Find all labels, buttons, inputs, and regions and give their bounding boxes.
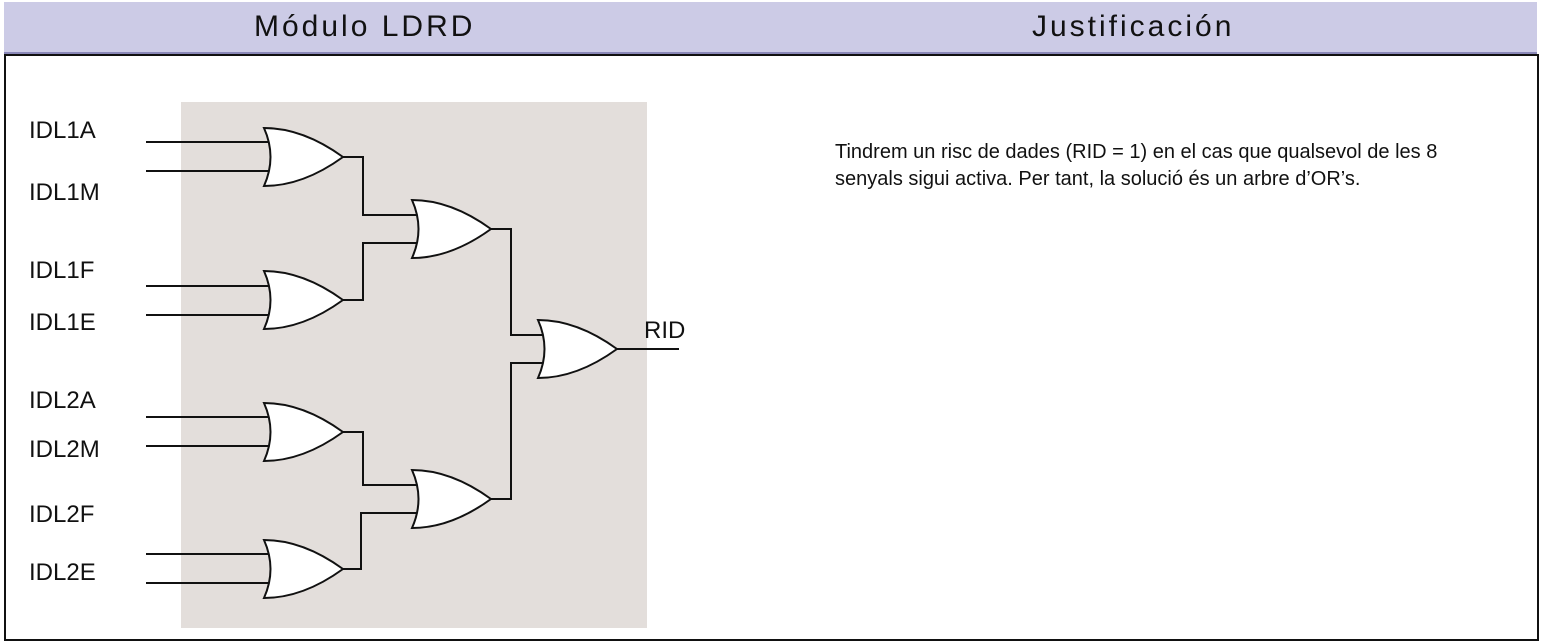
justification-text: Tindrem un risc de dades (RID = 1) en el… bbox=[835, 141, 1438, 190]
input-label-idl2a: IDL2A bbox=[29, 387, 96, 414]
or-gate-4 bbox=[262, 538, 345, 600]
wire-g2-g5 bbox=[343, 242, 421, 301]
or-gate-5 bbox=[410, 198, 493, 260]
input-label-idl2m: IDL2M bbox=[29, 436, 100, 463]
input-label-idl2e: IDL2E bbox=[29, 559, 96, 586]
or-gate-3 bbox=[262, 401, 345, 463]
or-gate-final bbox=[536, 318, 619, 380]
wire-g5-g7 bbox=[491, 228, 546, 336]
input-label-idl1m: IDL1M bbox=[29, 179, 100, 206]
header-bar: Módulo LDRD Justificación bbox=[4, 2, 1537, 54]
wire-g1-g5 bbox=[343, 156, 421, 216]
module-title: Módulo LDRD bbox=[254, 10, 476, 43]
input-label-idl2f: IDL2F bbox=[29, 501, 94, 528]
input-label-idl1f: IDL1F bbox=[29, 257, 94, 284]
wire-g4-g6 bbox=[343, 512, 421, 570]
or-gate-6 bbox=[410, 468, 493, 530]
wire-g6-g7 bbox=[491, 362, 546, 500]
or-gate-2 bbox=[262, 269, 345, 331]
or-gate-1 bbox=[262, 126, 345, 188]
input-label-idl1a: IDL1A bbox=[29, 117, 96, 144]
wire-g3-g6 bbox=[343, 431, 421, 486]
input-label-idl1e: IDL1E bbox=[29, 309, 96, 336]
justification-title: Justificación bbox=[1032, 10, 1235, 43]
output-label-rid: RID bbox=[644, 317, 685, 344]
